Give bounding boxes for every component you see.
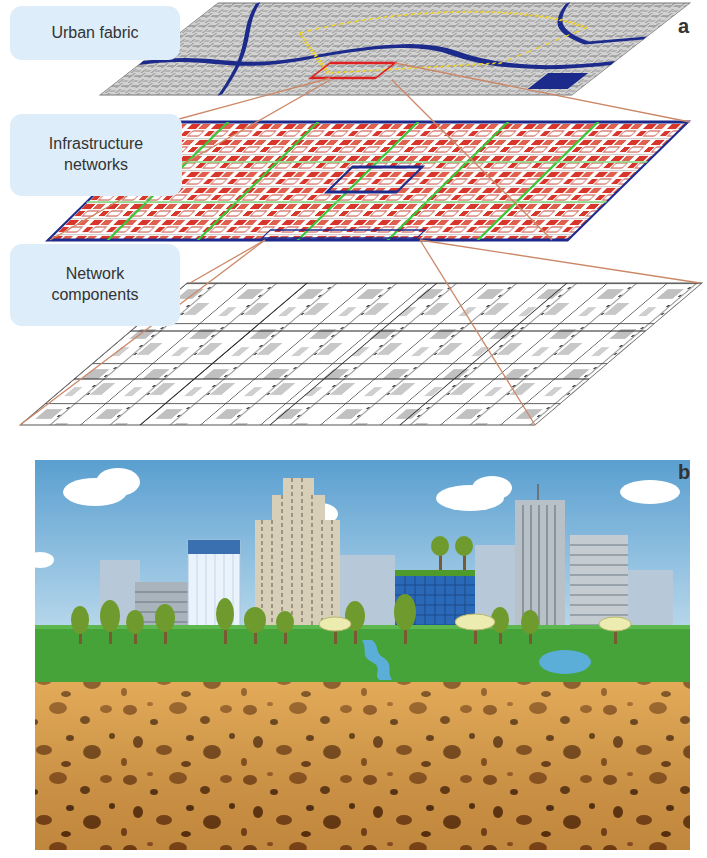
stone-tower	[255, 478, 340, 640]
stream	[362, 640, 392, 680]
label-box: Urban fabric	[10, 6, 180, 60]
zoom-line	[420, 240, 700, 283]
stone-windows	[262, 478, 332, 640]
cloud	[96, 468, 140, 496]
zoom-rectangle	[311, 63, 395, 78]
cloud	[26, 552, 54, 568]
sponge-city-illustration	[26, 460, 690, 850]
zoom-line	[190, 240, 265, 283]
panel-letter: a	[678, 16, 689, 36]
label-box: Network components	[10, 244, 180, 326]
zoom-line	[420, 240, 535, 425]
focus-rectangle	[327, 167, 422, 192]
urban-map	[100, 3, 690, 95]
water-body	[528, 73, 589, 89]
zoom-line	[168, 78, 330, 122]
urban-fabric-layer	[100, 3, 690, 95]
trees	[71, 536, 631, 644]
tall-grey-tower	[515, 484, 565, 640]
layer-label: Infrastructure networks	[22, 134, 170, 176]
boundary-outline	[248, 12, 607, 73]
detail-area	[262, 230, 425, 238]
tall-grey-tower	[515, 500, 565, 640]
tower-crown	[188, 540, 240, 554]
pond	[539, 650, 591, 674]
panel-letter: b	[678, 462, 690, 482]
label-box: Infrastructure networks	[10, 114, 182, 196]
sky	[35, 460, 690, 682]
layer-label: Network components	[22, 264, 168, 306]
canal	[140, 3, 690, 95]
zoom-line	[392, 80, 552, 240]
cloud	[472, 476, 512, 500]
floor-stripes	[570, 545, 628, 625]
layer-label: Urban fabric	[51, 23, 138, 44]
sponge-shading	[35, 682, 690, 850]
pale-tree-crowns	[319, 614, 631, 631]
tower-top	[283, 478, 314, 496]
zoom-line	[395, 63, 690, 122]
tree-trunks	[79, 552, 617, 644]
sponge-ground	[35, 682, 690, 850]
rainwater	[362, 640, 591, 680]
cloud	[620, 480, 680, 504]
tower-middle	[272, 495, 325, 521]
tree-crowns	[71, 536, 539, 634]
antenna	[537, 484, 539, 500]
green-roof	[395, 570, 475, 576]
